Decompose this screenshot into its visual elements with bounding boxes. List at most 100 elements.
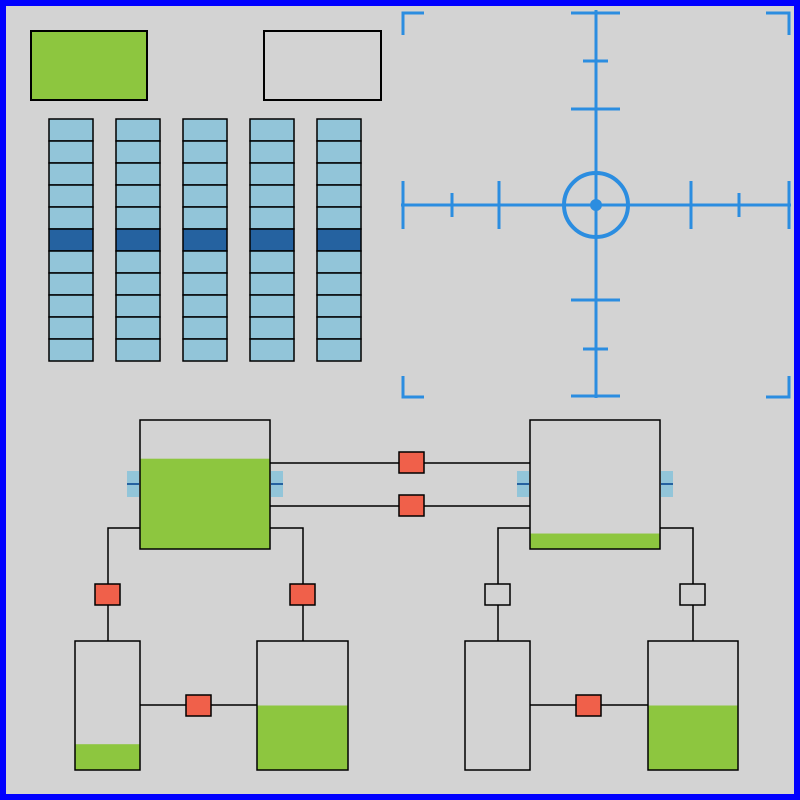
corner-bracket [766, 376, 791, 399]
grid-cell[interactable] [182, 316, 228, 340]
corner-marker [0, 0, 10, 10]
grid-cell[interactable] [115, 250, 161, 274]
grid-cell[interactable] [48, 162, 94, 186]
valve-right-b[interactable] [679, 583, 706, 606]
grid-cell[interactable] [249, 338, 295, 362]
grid-cell[interactable] [249, 294, 295, 318]
grid-cell[interactable] [115, 118, 161, 142]
valve-bottom-left[interactable] [185, 694, 212, 717]
grid-cell[interactable] [115, 294, 161, 318]
fluid-level [648, 705, 738, 770]
column-1 [48, 118, 94, 362]
selected-cell[interactable] [316, 228, 362, 252]
valve-top-upper[interactable] [398, 451, 425, 474]
grid-cell[interactable] [249, 184, 295, 208]
grid-cell[interactable] [249, 118, 295, 142]
fluid-level [75, 744, 140, 770]
grid-cell[interactable] [249, 162, 295, 186]
tank-source-right[interactable] [529, 419, 661, 550]
grid-cell[interactable] [316, 316, 362, 340]
port-marker [661, 471, 673, 497]
grid-cell[interactable] [249, 140, 295, 164]
grid-cell[interactable] [48, 118, 94, 142]
grid-cell[interactable] [182, 338, 228, 362]
valve-right-a[interactable] [484, 583, 511, 606]
grid-cell[interactable] [48, 140, 94, 164]
grid-cell[interactable] [316, 272, 362, 296]
status-indicator-left[interactable] [30, 30, 148, 101]
grid-cell[interactable] [48, 316, 94, 340]
crosshair-target-icon[interactable] [401, 10, 791, 399]
grid-cell[interactable] [182, 162, 228, 186]
grid-cell[interactable] [182, 118, 228, 142]
tank-outline [139, 419, 271, 550]
grid-cell[interactable] [48, 206, 94, 230]
port-marker [517, 471, 529, 497]
grid-cell[interactable] [115, 206, 161, 230]
grid-cell[interactable] [48, 338, 94, 362]
fluid-level [530, 533, 660, 549]
grid-cell[interactable] [316, 184, 362, 208]
grid-cell[interactable] [182, 272, 228, 296]
grid-cell[interactable] [316, 294, 362, 318]
grid-cell[interactable] [182, 206, 228, 230]
column-grid [48, 118, 362, 362]
grid-cell[interactable] [316, 162, 362, 186]
corner-bracket [401, 11, 424, 35]
grid-cell[interactable] [316, 338, 362, 362]
valve-left-b[interactable] [289, 583, 316, 606]
port-marker [127, 471, 139, 497]
fluid-level [257, 705, 348, 770]
grid-cell[interactable] [115, 140, 161, 164]
selected-cell[interactable] [48, 228, 94, 252]
grid-cell[interactable] [316, 140, 362, 164]
valve-bottom-right[interactable] [575, 694, 602, 717]
grid-cell[interactable] [115, 316, 161, 340]
grid-cell[interactable] [249, 316, 295, 340]
tank-outline [74, 640, 141, 771]
grid-cell[interactable] [48, 184, 94, 208]
grid-cell[interactable] [115, 162, 161, 186]
column-3 [182, 118, 228, 362]
selected-cell[interactable] [182, 228, 228, 252]
tank-bottom-4[interactable] [647, 640, 739, 771]
grid-cell[interactable] [316, 118, 362, 142]
grid-cell[interactable] [182, 184, 228, 208]
selected-cell[interactable] [249, 228, 295, 252]
tank-body [530, 420, 660, 549]
column-2 [115, 118, 161, 362]
tank-bottom-1[interactable] [74, 640, 141, 771]
grid-cell[interactable] [48, 294, 94, 318]
port-marker [271, 471, 283, 497]
valve-top-lower[interactable] [398, 494, 425, 517]
tank-outline [256, 640, 349, 771]
grid-cell[interactable] [115, 272, 161, 296]
tank-outline [529, 419, 661, 550]
grid-cell[interactable] [249, 250, 295, 274]
tank-outline [464, 640, 531, 771]
grid-cell[interactable] [48, 250, 94, 274]
tank-outline [647, 640, 739, 771]
grid-cell[interactable] [182, 294, 228, 318]
tank-bottom-2[interactable] [256, 640, 349, 771]
grid-cell[interactable] [115, 184, 161, 208]
grid-cell[interactable] [316, 250, 362, 274]
column-4 [249, 118, 295, 362]
status-indicator-right[interactable] [263, 30, 382, 101]
grid-cell[interactable] [115, 338, 161, 362]
valve-left-a[interactable] [94, 583, 121, 606]
selected-cell[interactable] [115, 228, 161, 252]
grid-cell[interactable] [48, 272, 94, 296]
tank-bottom-3[interactable] [464, 640, 531, 771]
grid-cell[interactable] [249, 272, 295, 296]
grid-cell[interactable] [182, 140, 228, 164]
tank-body [465, 641, 530, 770]
tank-source-left[interactable] [139, 419, 271, 550]
grid-cell[interactable] [316, 206, 362, 230]
column-5 [316, 118, 362, 362]
target-ring [562, 171, 630, 239]
grid-cell[interactable] [249, 206, 295, 230]
grid-cell[interactable] [182, 250, 228, 274]
